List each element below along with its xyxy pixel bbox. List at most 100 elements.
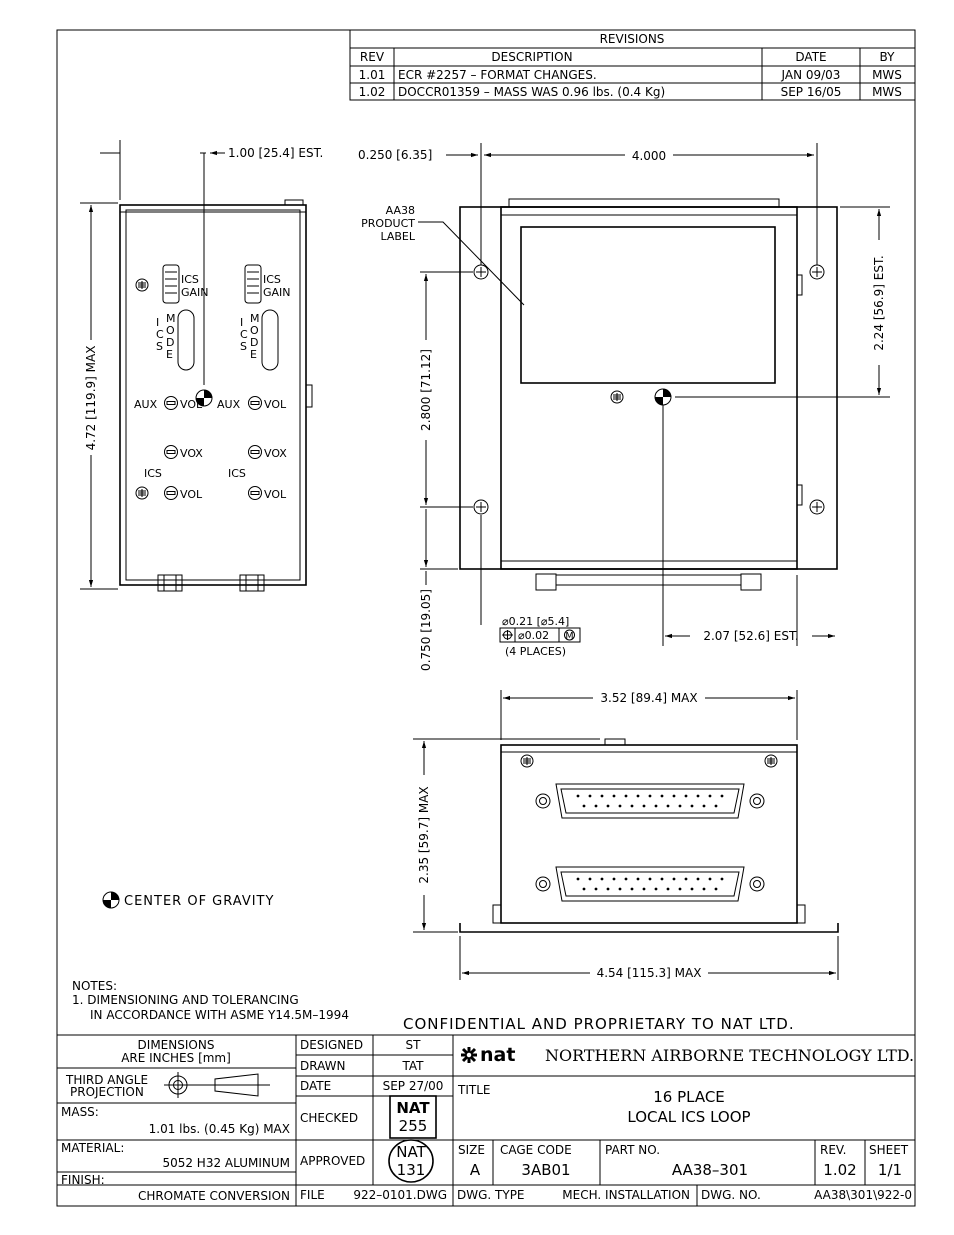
flange-offset-dim: 0.250 [6.35] bbox=[358, 148, 432, 162]
ics-vol-knob-1[interactable] bbox=[164, 486, 178, 500]
revision-description: ECR #2257 – FORMAT CHANGES. bbox=[398, 68, 597, 82]
file-value: 922–0101.DWG bbox=[353, 1188, 447, 1202]
connector-pin bbox=[642, 887, 646, 891]
gain-label: GAIN bbox=[181, 286, 209, 299]
hole-modifier: M bbox=[565, 631, 573, 642]
connector-pin bbox=[582, 887, 586, 891]
connector-pin bbox=[720, 794, 724, 798]
mass-value: 1.01 lbs. (0.45 Kg) MAX bbox=[149, 1122, 290, 1136]
center-of-gravity-icon bbox=[654, 388, 672, 406]
nat-logo: nat bbox=[480, 1044, 515, 1066]
dwg-no-label: DWG. NO. bbox=[701, 1188, 761, 1202]
hole-callout: ⌀0.21 [⌀5.4] bbox=[502, 615, 569, 628]
revision-by: MWS bbox=[872, 85, 902, 99]
size-value: A bbox=[470, 1161, 481, 1179]
connector-pin bbox=[630, 887, 634, 891]
date-value: SEP 27/00 bbox=[383, 1079, 444, 1093]
note-line: IN ACCORDANCE WITH ASME Y14.5M–1994 bbox=[90, 1008, 349, 1022]
approved-stamp-text: NAT bbox=[396, 1143, 426, 1161]
aux-vol-knob-2[interactable] bbox=[248, 396, 262, 410]
date-label: DATE bbox=[300, 1079, 331, 1093]
ics-vertical-letter: C bbox=[240, 328, 248, 341]
connector-pin bbox=[666, 804, 670, 808]
connector-pin bbox=[708, 877, 712, 881]
gain-label: GAIN bbox=[263, 286, 291, 299]
mass-label: MASS: bbox=[61, 1105, 99, 1119]
mode-switch-2[interactable] bbox=[261, 309, 279, 371]
connector-pin bbox=[612, 877, 616, 881]
vox-knob-2[interactable] bbox=[248, 445, 262, 459]
hole-quantity: (4 PLACES) bbox=[505, 645, 566, 658]
connector-pin bbox=[660, 794, 664, 798]
checked-stamp-text: 255 bbox=[399, 1117, 428, 1135]
connector-pin bbox=[612, 794, 616, 798]
mounting-hole-icon bbox=[473, 499, 489, 515]
side-view: 1.00 [25.4] EST. 4.72 [119.9] MAX ICS GA… bbox=[80, 140, 323, 592]
vox-label: VOX bbox=[264, 447, 287, 460]
drawn-label: DRAWN bbox=[300, 1059, 346, 1073]
finish-label: FINISH: bbox=[61, 1173, 105, 1187]
finish-value: CHROMATE CONVERSION bbox=[138, 1189, 290, 1203]
checked-stamp-text: NAT bbox=[396, 1099, 430, 1117]
ics-gain-wheel-1[interactable] bbox=[162, 264, 180, 304]
checked-stamp bbox=[389, 1095, 437, 1139]
ics-gain-wheel-2[interactable] bbox=[244, 264, 262, 304]
by-header: BY bbox=[880, 50, 896, 64]
ics-vertical-letter: S bbox=[156, 340, 163, 353]
units-note: DIMENSIONS bbox=[138, 1038, 215, 1052]
connector-pin bbox=[672, 877, 676, 881]
connector-pins-bottom bbox=[576, 877, 724, 891]
cog-vertical-dim: 2.24 [56.9] EST. bbox=[872, 255, 886, 350]
connector-pin bbox=[600, 877, 604, 881]
checked-label: CHECKED bbox=[300, 1111, 358, 1125]
connector-pin bbox=[690, 887, 694, 891]
connector-pins-top bbox=[576, 794, 724, 808]
mounting-hole-icon bbox=[809, 264, 825, 280]
connector-pin bbox=[702, 887, 706, 891]
file-label: FILE bbox=[300, 1188, 325, 1202]
front-height-dim: 2.35 [59.7] MAX bbox=[417, 786, 431, 883]
side-height-dim: 4.72 [119.9] MAX bbox=[84, 346, 98, 451]
mode-switch-1[interactable] bbox=[177, 309, 195, 371]
revision-date: SEP 16/05 bbox=[781, 85, 842, 99]
mounting-hole-icon bbox=[809, 499, 825, 515]
vol-label: VOL bbox=[180, 488, 203, 501]
panel-screw-icon bbox=[610, 390, 624, 404]
rev-header: REV bbox=[360, 50, 385, 64]
connector-pin bbox=[690, 804, 694, 808]
note-line: 1. DIMENSIONING AND TOLERANCING bbox=[72, 993, 299, 1007]
ics-vol-knob-2[interactable] bbox=[248, 486, 262, 500]
units-note: ARE INCHES [mm] bbox=[121, 1051, 231, 1065]
connector-pin bbox=[600, 794, 604, 798]
cage-code-value: 3AB01 bbox=[521, 1161, 570, 1179]
side-depth-dim: 1.00 [25.4] EST. bbox=[228, 146, 323, 160]
mounting-hole-icon bbox=[473, 264, 489, 280]
revision-description: DOCCR01359 – MASS WAS 0.96 lbs. (0.4 Kg) bbox=[398, 85, 665, 99]
connector-pin bbox=[576, 794, 580, 798]
part-no-label: PART NO. bbox=[605, 1143, 660, 1157]
ics-gain-label: ICS bbox=[263, 273, 281, 286]
dwg-type-label: DWG. TYPE bbox=[457, 1188, 525, 1202]
hole-tolerance: ⌀0.02 bbox=[518, 629, 549, 642]
connector-pin bbox=[606, 804, 610, 808]
connector-pin bbox=[618, 804, 622, 808]
connector-pin bbox=[696, 794, 700, 798]
projection-label: THIRD ANGLE bbox=[65, 1073, 148, 1087]
top-view: 0.250 [6.35] 4.000 AA38 PRODUCT LABEL 2.… bbox=[358, 143, 890, 671]
connector-pin bbox=[636, 794, 640, 798]
sheet-value: 1/1 bbox=[878, 1161, 902, 1179]
panel-screw-icon bbox=[764, 754, 778, 768]
connector-pin bbox=[588, 877, 592, 881]
center-of-gravity-icon bbox=[195, 389, 213, 407]
ics-label: ICS bbox=[144, 467, 162, 480]
aux-vol-knob-1[interactable] bbox=[164, 396, 178, 410]
dwg-no-value: AA38\301\922-0 bbox=[814, 1188, 912, 1202]
ics-vertical-letter: C bbox=[156, 328, 164, 341]
date-header: DATE bbox=[795, 50, 826, 64]
material-label: MATERIAL: bbox=[61, 1141, 124, 1155]
label-callout: PRODUCT bbox=[361, 217, 415, 230]
vox-knob-1[interactable] bbox=[164, 445, 178, 459]
connector-pin bbox=[666, 887, 670, 891]
connector-pin bbox=[672, 794, 676, 798]
